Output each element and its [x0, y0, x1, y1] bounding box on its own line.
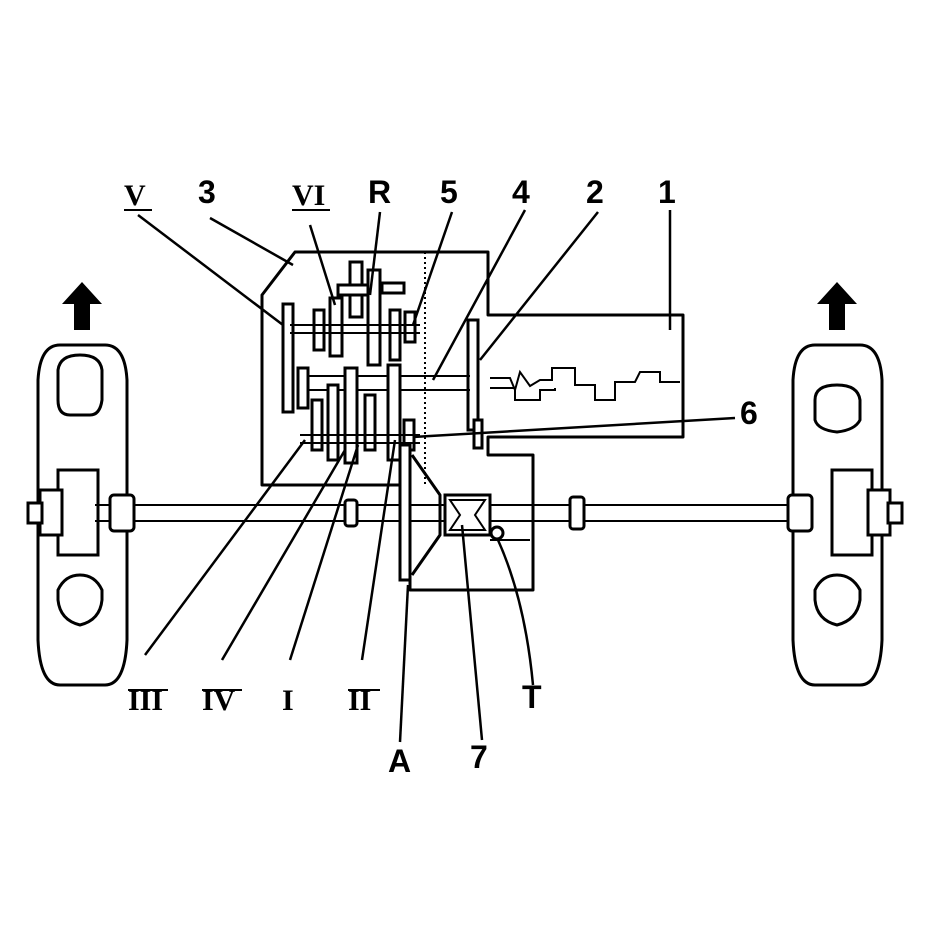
leader-lines: [137, 209, 736, 743]
left-forward-arrow-icon: [62, 282, 102, 330]
right-wheel: [791, 343, 904, 687]
label-5: 5: [440, 174, 458, 210]
input-shaft: [300, 375, 470, 391]
label-1: 1: [658, 174, 676, 210]
label-t: T: [522, 679, 542, 715]
engine-block: [466, 318, 680, 450]
upper-gears: [281, 260, 420, 414]
label-gear-v: V: [124, 179, 146, 212]
label-7: 7: [470, 739, 488, 775]
differential: [398, 443, 530, 582]
left-wheel: [26, 343, 129, 687]
label-gear-iii: III: [128, 684, 163, 717]
label-3: 3: [198, 174, 216, 210]
label-gear-vi: VI: [292, 179, 325, 212]
label-reverse: R: [368, 174, 391, 210]
label-gear-ii: II: [348, 684, 371, 717]
label-gear-iv: IV: [202, 684, 236, 717]
label-a: A: [388, 743, 411, 779]
transmission-housing: [260, 250, 685, 592]
label-2: 2: [586, 174, 604, 210]
lower-gears: [296, 363, 420, 465]
label-gear-i: I: [282, 684, 294, 717]
label-4: 4: [512, 174, 530, 210]
label-6: 6: [740, 395, 758, 431]
right-forward-arrow-icon: [817, 282, 857, 330]
